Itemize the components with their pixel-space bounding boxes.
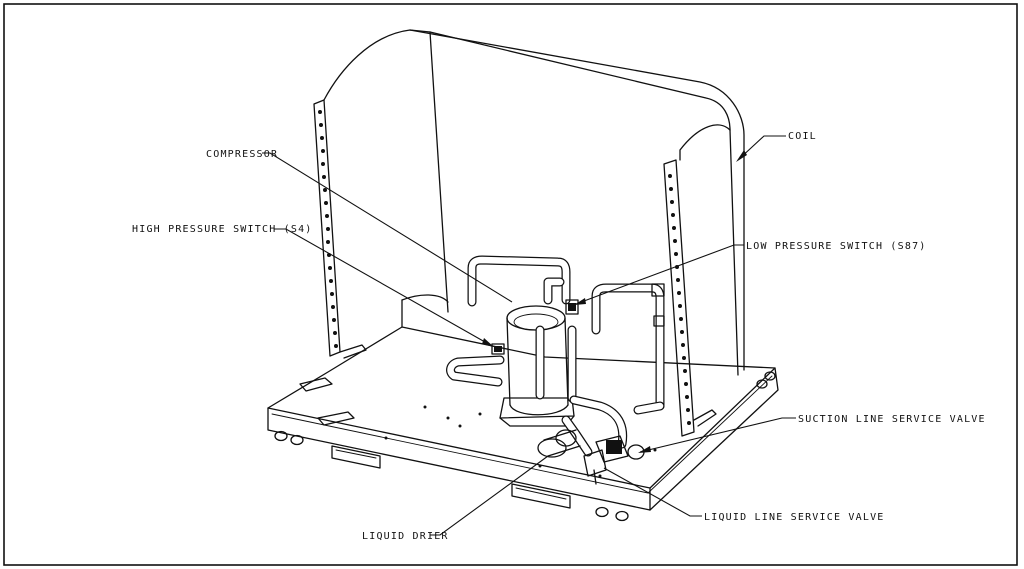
label-high-pressure-switch: HIGH PRESSURE SWITCH (S4)	[132, 224, 313, 235]
label-suction-line-service-valve: SUCTION LINE SERVICE VALVE	[798, 414, 986, 425]
liquid-line-service-valve	[583, 449, 607, 485]
drawing-border	[3, 3, 1018, 566]
base-holes	[274, 371, 776, 522]
low-pressure-switch	[565, 283, 665, 327]
label-liquid-drier: LIQUID DRIER	[362, 531, 449, 542]
base-louvers	[299, 377, 571, 509]
label-coil: COIL	[788, 131, 817, 142]
refrigerant-tubing	[446, 255, 665, 457]
base-pan	[267, 326, 779, 522]
leader-lines	[262, 135, 796, 536]
high-pressure-switch	[491, 343, 505, 355]
label-compressor: COMPRESSOR	[206, 149, 278, 160]
condenser-coil	[313, 29, 745, 437]
label-low-pressure-switch: LOW PRESSURE SWITCH (S87)	[746, 241, 927, 252]
label-liquid-line-service-valve: LIQUID LINE SERVICE VALVE	[704, 512, 885, 523]
base-rivets	[384, 405, 657, 478]
left-coil-fins	[318, 110, 338, 348]
compressor	[499, 305, 575, 427]
liquid-drier	[537, 429, 581, 458]
